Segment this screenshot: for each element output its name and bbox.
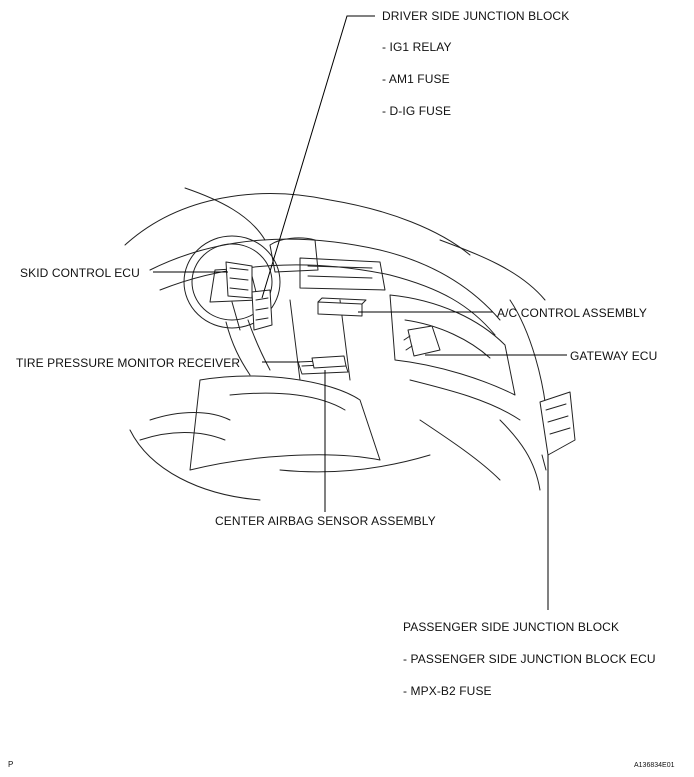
center-airbag-sensor-label: CENTER AIRBAG SENSOR ASSEMBLY [215, 514, 436, 528]
footer-left-mark: P [8, 760, 14, 769]
gateway-ecu-label: GATEWAY ECU [570, 349, 658, 363]
figure-code: A136834E01 [634, 762, 675, 769]
driver-block-item-3: - D-IG FUSE [382, 104, 452, 118]
driver-block-title: DRIVER SIDE JUNCTION BLOCK [382, 9, 570, 23]
ac-control-assembly-label: A/C CONTROL ASSEMBLY [497, 306, 648, 320]
passenger-block-item-1: - PASSENGER SIDE JUNCTION BLOCK ECU [403, 652, 656, 666]
skid-control-ecu-label: SKID CONTROL ECU [20, 266, 140, 280]
tire-pressure-receiver-label: TIRE PRESSURE MONITOR RECEIVER [16, 356, 241, 370]
passenger-block-title: PASSENGER SIDE JUNCTION BLOCK [403, 620, 620, 634]
passenger-block-item-2: - MPX-B2 FUSE [403, 684, 492, 698]
driver-block-item-2: - AM1 FUSE [382, 72, 450, 86]
driver-block-item-1: - IG1 RELAY [382, 40, 452, 54]
